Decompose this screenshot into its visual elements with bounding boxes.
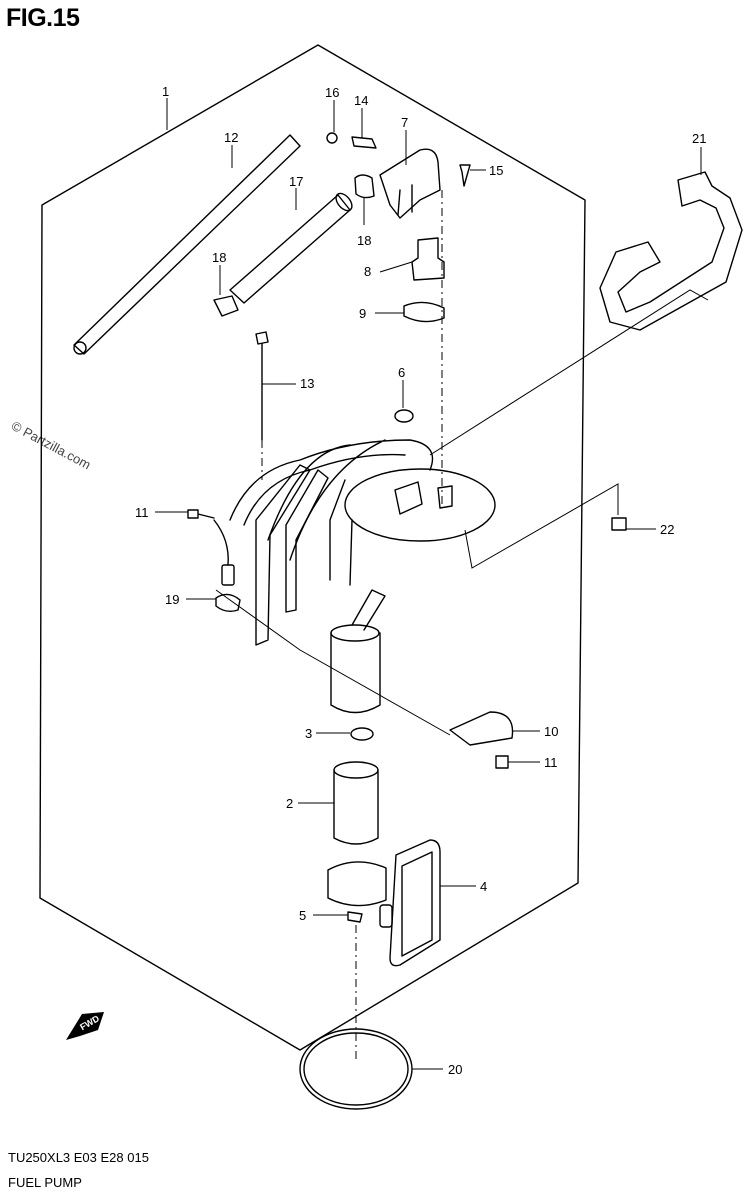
callout-17: 17: [289, 174, 303, 189]
hose-12: [73, 134, 301, 355]
flange-port: [394, 481, 453, 515]
callout-10: 10: [544, 724, 558, 739]
bolt-22: [611, 517, 627, 531]
callout-11-upper: 11: [135, 505, 149, 520]
callout-9: 9: [359, 306, 366, 321]
callout-7: 7: [401, 115, 408, 130]
assembly-outline: [39, 44, 586, 1051]
clip-18-lower: [213, 295, 239, 317]
model-code: TU250XL3 E03 E28 015: [8, 1150, 149, 1165]
ground-wire: [213, 519, 229, 566]
screw-11-upper: [187, 509, 215, 519]
clip-18-upper: [354, 174, 375, 199]
fwd-arrow-icon: FWD: [66, 1012, 104, 1040]
strainer-holder: [327, 861, 387, 907]
pump-motor-top: [333, 761, 379, 779]
clamp-9: [403, 301, 445, 323]
callout-18-upper: 18: [357, 233, 371, 248]
joint-7: [379, 148, 441, 219]
callout-11-lower: 11: [544, 755, 558, 770]
filter-connector: [379, 904, 393, 928]
callout-20: 20: [448, 1062, 462, 1077]
figure-name: FUEL PUMP: [8, 1175, 82, 1190]
oring-6: [394, 409, 414, 423]
gasket-20-inner: [303, 1032, 409, 1106]
pump-flange: [344, 468, 496, 542]
callout-13: 13: [300, 376, 314, 391]
leader-22-box: [464, 483, 619, 569]
fig-title: FIG.15: [6, 4, 80, 32]
callout-21: 21: [692, 131, 706, 146]
callout-14: 14: [354, 93, 368, 108]
callout-8: 8: [364, 264, 371, 279]
callout-5: 5: [299, 908, 306, 923]
callout-2: 2: [286, 796, 293, 811]
clip-19: [215, 593, 241, 613]
callout-22: 22: [660, 522, 674, 537]
tie-13: [255, 331, 269, 441]
hose-17-end: [335, 192, 353, 212]
callout-12: 12: [224, 130, 238, 145]
joint-7-stem: [397, 184, 413, 216]
callout-6: 6: [398, 365, 405, 380]
screw-11-lower: [495, 755, 509, 769]
filter-4: [389, 839, 441, 967]
clip-5: [347, 911, 363, 923]
pump-motor: [333, 769, 379, 845]
leader-10-box: [215, 589, 451, 736]
callout-19: 19: [165, 592, 179, 607]
leader-8: [379, 261, 413, 273]
valve-8: [411, 237, 445, 281]
callout-3: 3: [305, 726, 312, 741]
oring-3: [350, 727, 374, 741]
fitting-14: [351, 136, 377, 149]
pump-outlet: [351, 589, 386, 631]
pump-housing-top: [330, 624, 380, 642]
callout-1: 1: [162, 84, 169, 99]
clip-16: [326, 132, 338, 144]
hose-17: [229, 194, 351, 304]
bracket-frame: [255, 464, 329, 646]
callout-18-lower: 18: [212, 250, 226, 265]
screw-15: [459, 164, 471, 187]
callout-4: 4: [480, 879, 487, 894]
hose-12-end: [73, 341, 87, 355]
strap-10: [449, 711, 514, 746]
callout-15: 15: [489, 163, 503, 178]
callout-16: 16: [325, 85, 339, 100]
hose-21: [599, 171, 743, 331]
ground-connector: [221, 564, 235, 586]
leader-21-box: [429, 289, 709, 456]
pump-housing: [330, 632, 381, 714]
